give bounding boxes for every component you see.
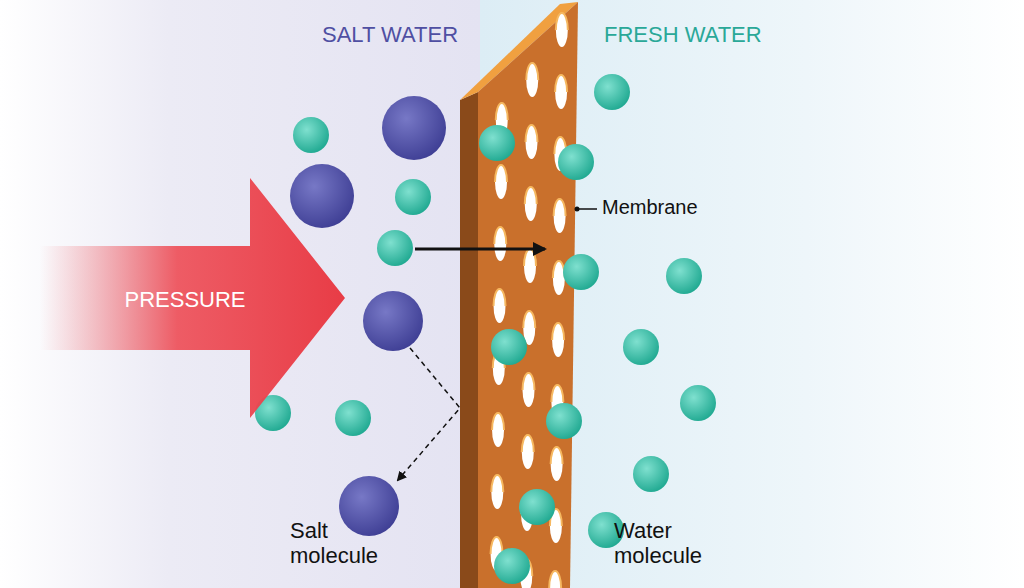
pore-rim xyxy=(553,261,565,278)
pore-rim xyxy=(526,63,538,80)
rejected-path xyxy=(398,348,460,480)
water-molecule xyxy=(479,125,515,161)
membrane-side xyxy=(460,92,478,588)
water-molecule xyxy=(335,400,371,436)
salt-water-ground xyxy=(0,0,480,588)
pore-rim xyxy=(492,413,504,430)
legend-label: Salt molecule xyxy=(290,518,400,569)
arrow-fill xyxy=(40,178,345,418)
pore xyxy=(524,249,536,283)
molecules xyxy=(255,74,716,584)
pore-rim xyxy=(494,289,506,306)
pore xyxy=(549,571,561,588)
pore-rim xyxy=(525,187,537,204)
water-molecule xyxy=(546,403,582,439)
pore-rim xyxy=(496,103,508,120)
water-molecule xyxy=(377,230,413,266)
salt-molecule xyxy=(339,476,399,536)
pore xyxy=(494,227,506,261)
water-molecule xyxy=(494,548,530,584)
water-molecule xyxy=(491,329,527,365)
water-molecule xyxy=(633,456,669,492)
pore-rim xyxy=(554,199,566,216)
pore xyxy=(525,187,537,221)
salt-molecule xyxy=(363,291,423,351)
water-molecule xyxy=(623,329,659,365)
pore-rim xyxy=(549,571,561,588)
pore-rim xyxy=(523,311,535,328)
pore-rim xyxy=(551,447,563,464)
pore xyxy=(525,125,537,159)
pore xyxy=(553,261,565,295)
pore xyxy=(554,199,566,233)
arrow-label: PRESSURE xyxy=(124,287,245,313)
region-title: FRESH WATER xyxy=(604,22,762,47)
pore-rim xyxy=(556,13,568,30)
part-label: Membrane xyxy=(602,196,698,219)
pore-rim xyxy=(524,249,536,266)
membrane-face xyxy=(478,2,578,588)
leader-line xyxy=(577,208,597,210)
pore xyxy=(522,435,534,469)
region-title: SALT WATER xyxy=(322,22,458,47)
pore-rim xyxy=(555,75,567,92)
pore-rim xyxy=(522,435,534,452)
water-molecule xyxy=(293,117,329,153)
pore xyxy=(551,447,563,481)
membrane-pores xyxy=(491,13,568,588)
flow-arrow xyxy=(415,248,545,251)
water-molecule xyxy=(680,385,716,421)
pore-rim xyxy=(491,475,503,492)
pore xyxy=(556,13,568,47)
water-molecule xyxy=(563,254,599,290)
pore xyxy=(526,63,538,97)
pore xyxy=(494,289,506,323)
pore-rim xyxy=(494,227,506,244)
pore-rim xyxy=(551,385,563,402)
pore-rim xyxy=(552,323,564,340)
pressure-arrow: PRESSURE xyxy=(40,178,345,418)
water-molecule xyxy=(558,144,594,180)
pore xyxy=(555,75,567,109)
pore xyxy=(491,475,503,509)
water-molecule xyxy=(395,179,431,215)
salt-molecule xyxy=(382,96,446,160)
pore-rim xyxy=(495,165,507,182)
pore xyxy=(492,413,504,447)
salt-molecule xyxy=(290,164,354,228)
water-molecule xyxy=(594,74,630,110)
pore xyxy=(552,323,564,357)
water-molecule xyxy=(519,489,555,525)
pore xyxy=(523,373,535,407)
pore-rim xyxy=(491,537,503,554)
pore-rim xyxy=(523,373,535,390)
pore-rim xyxy=(525,125,537,142)
legend-label: Water molecule xyxy=(614,518,724,569)
pore xyxy=(495,165,507,199)
water-molecule xyxy=(666,258,702,294)
